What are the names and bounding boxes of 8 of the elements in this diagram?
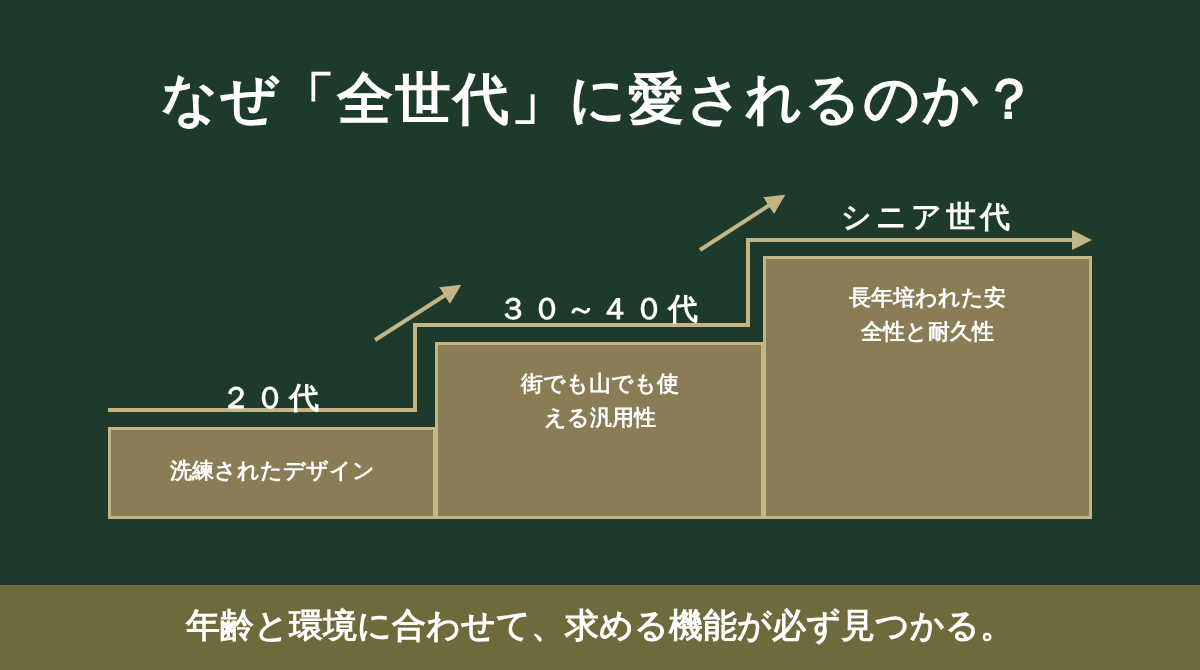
step-description: 洗練されたデザイン — [168, 457, 376, 485]
step-description: 長年培われた安全性と耐久性 — [848, 284, 1007, 346]
step-heading: ２０代 — [220, 379, 324, 417]
step-heading: シニア世代 — [840, 198, 1015, 236]
caption: 年齢と環境に合わせて、求める機能が必ず見つかる。 — [184, 604, 1015, 647]
title: なぜ「全世代」に愛されるのか？ — [160, 64, 1040, 133]
step-heading: ３０～４０代 — [496, 290, 703, 328]
step-description: 街でも山でも使える汎用性 — [519, 370, 680, 432]
